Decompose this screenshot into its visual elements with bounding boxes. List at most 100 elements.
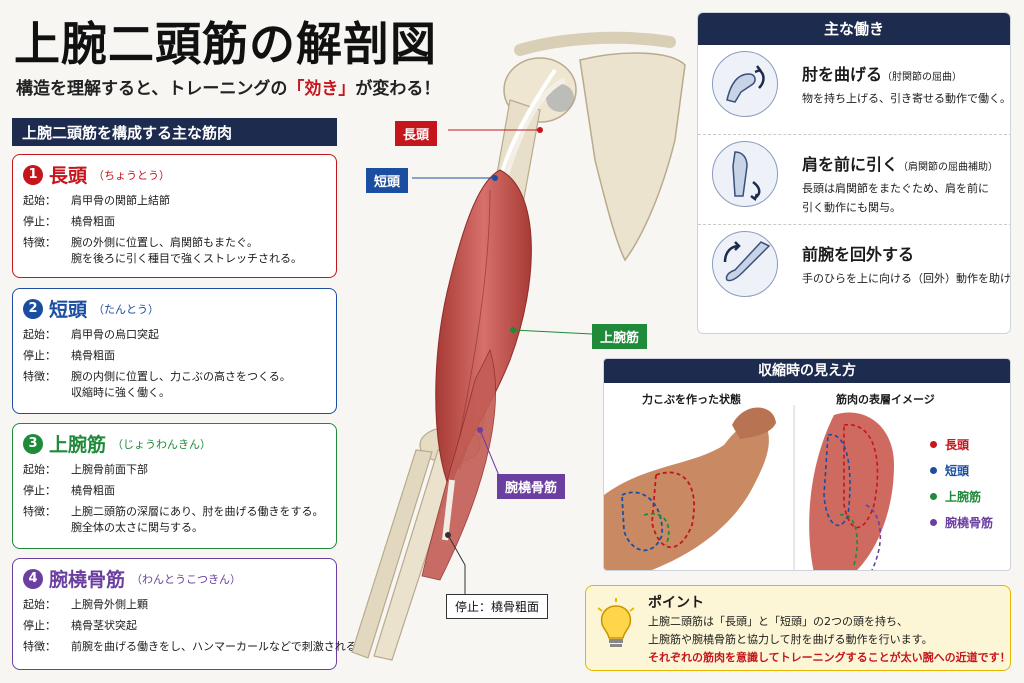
short-head-tendon	[498, 68, 557, 181]
legend-item: 短頭	[930, 457, 993, 483]
leader-dot	[477, 427, 483, 433]
outline-surface-short-head	[823, 434, 851, 527]
contraction-illustration	[604, 405, 894, 570]
leader-dot	[492, 175, 498, 181]
muscle-surface	[809, 412, 894, 570]
shoulder-flexion-icon	[712, 141, 778, 207]
function-desc: 物を持ち上げる、引き寄せる動作で働く。	[802, 92, 1011, 105]
scapula-bone	[579, 52, 686, 262]
long-head-tendon	[502, 77, 567, 181]
lightbulb-icon	[597, 598, 635, 647]
label-brachioradialis: 腕橈骨筋	[497, 474, 566, 499]
leader-brachialis	[512, 329, 593, 335]
muscles-section-header: 上腕二頭筋を構成する主な筋肉	[12, 118, 337, 146]
function-row: 肘を曲げる（肘関節の屈曲） 物を持ち上げる、引き寄せる動作で働く。	[698, 45, 1011, 135]
muscle-reading: （ちょうとう）	[93, 168, 171, 182]
muscle-reading: （たんとう）	[93, 302, 160, 316]
function-title-text: 肘を曲げる	[802, 65, 883, 84]
point-text: 上腕二頭筋は「長頭」と「短頭」の2つの頭を持ち、	[648, 615, 908, 628]
legend-item: 長頭	[930, 431, 993, 457]
forearm-supination-icon	[712, 231, 778, 297]
origin-value: 上腕骨外側上顆	[71, 598, 148, 611]
leader-brachioradialis	[479, 429, 501, 479]
legend-item: 上腕筋	[930, 483, 993, 509]
origin-label: 起始：	[23, 598, 56, 611]
outline-surface-long-head	[843, 424, 879, 529]
number-badge: 2	[23, 298, 43, 319]
contraction-left-label: 力こぶを作った状態	[642, 393, 741, 406]
functions-panel: 主な働き 肘を曲げる（肘関節の屈曲） 物を持ち上げる、引き寄せる動作で働く。 肩…	[697, 12, 1011, 334]
leader-dot	[445, 532, 451, 538]
feature-line: 腕全体の太さに関与する。	[71, 521, 203, 534]
outline-long-head	[651, 471, 695, 549]
contraction-header: 収縮時の見え方	[604, 359, 1010, 383]
number-badge: 3	[23, 433, 43, 454]
page-subtitle: 構造を理解すると、トレーニングの「効き」が変わる！	[16, 74, 440, 99]
label-long-head: 長頭	[395, 121, 438, 146]
label-brachialis: 上腕筋	[592, 324, 648, 349]
feature-line: 腕を後ろに引く種目で強くストレッチされる。	[71, 252, 302, 265]
origin-label: 起始：	[23, 463, 56, 476]
contraction-legend: 長頭 短頭 上腕筋 腕橈骨筋	[930, 431, 993, 535]
legend-item: 腕橈骨筋	[930, 509, 993, 535]
flexed-arm	[604, 421, 769, 570]
muscle-reading: （わんとうこつきん）	[131, 572, 242, 586]
flexed-arm-icon	[712, 51, 778, 117]
subtitle-after: が変わる！	[355, 79, 441, 99]
function-title-text: 前腕を回外する	[802, 245, 915, 264]
contraction-right-label: 筋肉の表層イメージ	[836, 393, 935, 406]
outline-surface-brachioradialis	[865, 504, 882, 570]
subtitle-highlight: 「効き」	[287, 79, 356, 99]
outline-brachialis	[643, 512, 670, 546]
muscle-name: 上腕筋	[49, 434, 107, 456]
feature-label: 特徴：	[23, 505, 56, 518]
function-title: 肩を前に引く（肩関節の屈曲補助）	[802, 151, 998, 175]
label-short-head: 短頭	[366, 168, 409, 193]
leader-dot	[510, 327, 516, 333]
insertion-value: 橈骨粗面	[71, 484, 115, 497]
leader-insertion	[447, 534, 466, 595]
origin-value: 肩甲骨の関節上結節	[71, 194, 170, 207]
insertion-label: 停止：	[23, 484, 56, 497]
point-emphasis: それぞれの筋肉を意識してトレーニングすることが太い腕への近道です！	[648, 651, 1011, 664]
function-desc: 手のひらを上に向ける（回外）動作を助ける。	[802, 272, 1011, 285]
function-desc: 引く動作にも関与。	[802, 201, 901, 214]
feature-line: 腕の内側に位置し、力こぶの高さをつくる。	[71, 370, 291, 383]
page-title: 上腕二頭筋の解剖図	[14, 17, 437, 71]
insertion-value: 橈骨粗面	[71, 349, 115, 362]
feature-label: 特徴：	[23, 236, 56, 249]
point-text: 上腕筋や腕橈骨筋と協力して肘を曲げる動作を行います。	[648, 633, 933, 646]
function-note: （肘関節の屈曲）	[882, 72, 963, 83]
leader-dot	[537, 127, 543, 133]
insertion-label: 停止：	[23, 349, 56, 362]
muscle-reading: （じょうわんきん）	[112, 437, 212, 451]
arm-anatomy-illustration	[351, 31, 686, 661]
feature-line: 収縮時に強く働く。	[71, 386, 170, 399]
function-title: 前腕を回外する	[802, 241, 914, 265]
function-title-text: 肩を前に引く	[802, 155, 899, 174]
label-insertion: 停止：橈骨粗面	[446, 594, 549, 619]
contraction-panel: 収縮時の見え方 力こぶを作った状態 筋肉の表層イメージ 長頭 短頭 上腕筋 腕橈…	[603, 358, 1011, 571]
function-note: （肩関節の屈曲補助）	[898, 162, 999, 173]
number-badge: 4	[23, 568, 43, 589]
feature-label: 特徴：	[23, 370, 56, 383]
function-row: 肩を前に引く（肩関節の屈曲補助） 長頭は肩関節をまたぐため、肩を前に引く動作にも…	[698, 135, 1010, 225]
insertion-value: 橈骨粗面	[71, 215, 115, 228]
clavicle-bone	[514, 31, 676, 56]
feature-line: 前腕を曲げる働きをし、ハンマーカールなどで刺激される。	[71, 640, 368, 653]
fist	[732, 407, 776, 439]
muscle-name: 長頭	[49, 165, 88, 187]
shoulder-joint	[546, 84, 574, 112]
origin-label: 起始：	[23, 194, 56, 207]
muscle-name: 腕橈骨筋	[49, 569, 126, 591]
muscle-name: 短頭	[49, 299, 88, 321]
biceps-insertion-tendon	[442, 479, 455, 541]
function-row: 前腕を回外する 手のひらを上に向ける（回外）動作を助ける。	[698, 225, 1011, 315]
point-box: ポイント 上腕二頭筋は「長頭」と「短頭」の2つの頭を持ち、 上腕筋や腕橈骨筋と協…	[585, 585, 1011, 671]
origin-value: 上腕骨前面下部	[71, 463, 148, 476]
function-title: 肘を曲げる（肘関節の屈曲）	[802, 61, 962, 85]
